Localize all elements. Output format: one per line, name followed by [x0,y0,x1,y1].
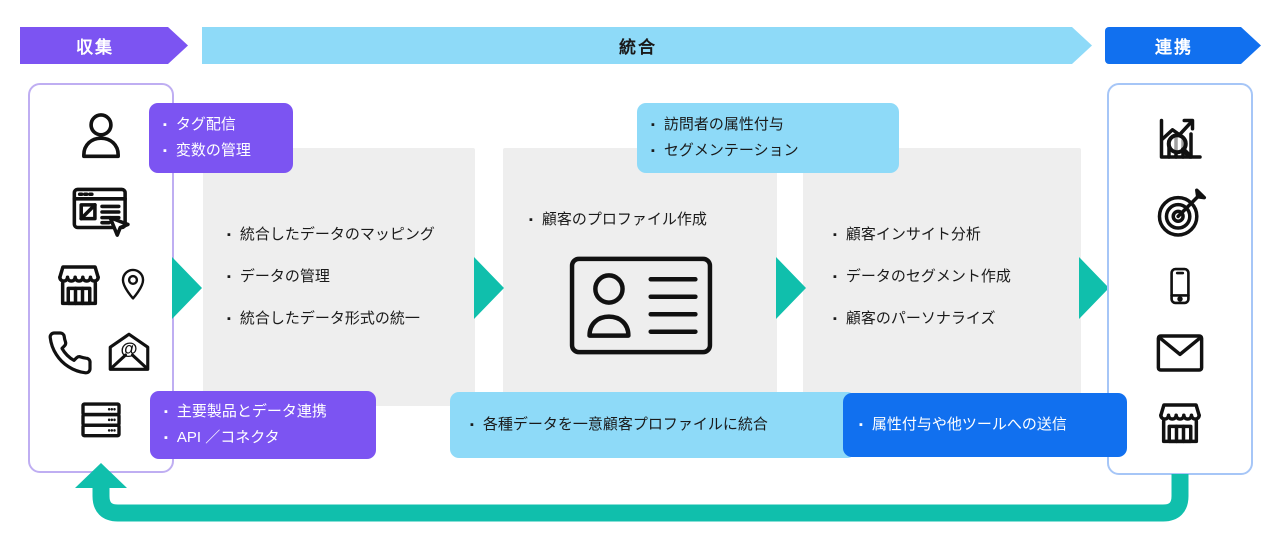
callout-item: 訪問者の属性付与 [651,112,889,138]
process-item: 顧客のプロファイル作成 [529,210,707,230]
callout-item: タグ配信 [163,112,283,138]
flow-arrow-icon [474,257,504,319]
stage-banner-connect: 連携 [1105,27,1261,64]
destinations-panel [1107,83,1253,475]
callout-item: API ／コネクタ [164,425,366,451]
location-pin-icon [115,258,151,310]
storefront-icon [1152,394,1208,450]
process-box-insight: 顧客インサイト分析 データのセグメント作成 顧客のパーソナライズ [803,148,1081,406]
flow-arrow-icon [1079,257,1109,319]
callout-item: セグメンテーション [651,138,889,164]
process-item: データの管理 [227,267,465,287]
callout-unify-profile: 各種データを一意顧客プロファイルに統合 [450,392,856,458]
callout-visitor-attributes: 訪問者の属性付与 セグメンテーション [637,103,899,173]
process-item: 顧客のパーソナライズ [833,309,1071,329]
analytics-search-icon [1150,108,1210,168]
user-icon [72,107,130,165]
profile-card-icon [568,255,714,356]
browser-click-icon [68,182,134,240]
email-at-icon: @ [102,328,156,378]
stage-label-connect: 連携 [1155,38,1193,57]
storefront-icon [51,256,107,312]
target-arrow-icon [1152,186,1208,242]
stage-banner-collect: 収集 [20,27,188,64]
callout-send-tools: 属性付与や他ツールへの送信 [843,393,1127,457]
stage-banner-integrate: 統合 [202,27,1092,64]
process-box-mapping: 統合したデータのマッピング データの管理 統合したデータ形式の統一 [203,148,475,406]
envelope-icon [1152,330,1208,376]
smartphone-icon [1159,259,1201,313]
callout-tag-delivery: タグ配信 変数の管理 [149,103,293,173]
callout-item: 変数の管理 [163,138,283,164]
callout-item: 主要製品とデータ連携 [164,399,366,425]
callout-item: 属性付与や他ツールへの送信 [859,412,1117,438]
flow-arrow-icon [172,257,202,319]
process-item: 統合したデータ形式の統一 [227,309,465,329]
callout-item: 各種データを一意顧客プロファイルに統合 [470,412,846,438]
svg-text:@: @ [120,339,137,359]
server-icon [72,395,130,449]
process-item: 統合したデータのマッピング [227,225,465,245]
process-item: データのセグメント作成 [833,267,1071,287]
phone-icon [46,329,94,377]
process-box-profile: 顧客のプロファイル作成 [503,148,777,406]
store-and-location-row [51,256,151,312]
callout-product-linkage: 主要製品とデータ連携 API ／コネクタ [150,391,376,459]
stage-label-integrate: 統合 [619,38,657,57]
flow-arrow-icon [776,257,806,319]
stage-label-collect: 収集 [76,38,114,57]
process-item: 顧客インサイト分析 [833,225,1071,245]
phone-and-email-row: @ [46,328,156,378]
